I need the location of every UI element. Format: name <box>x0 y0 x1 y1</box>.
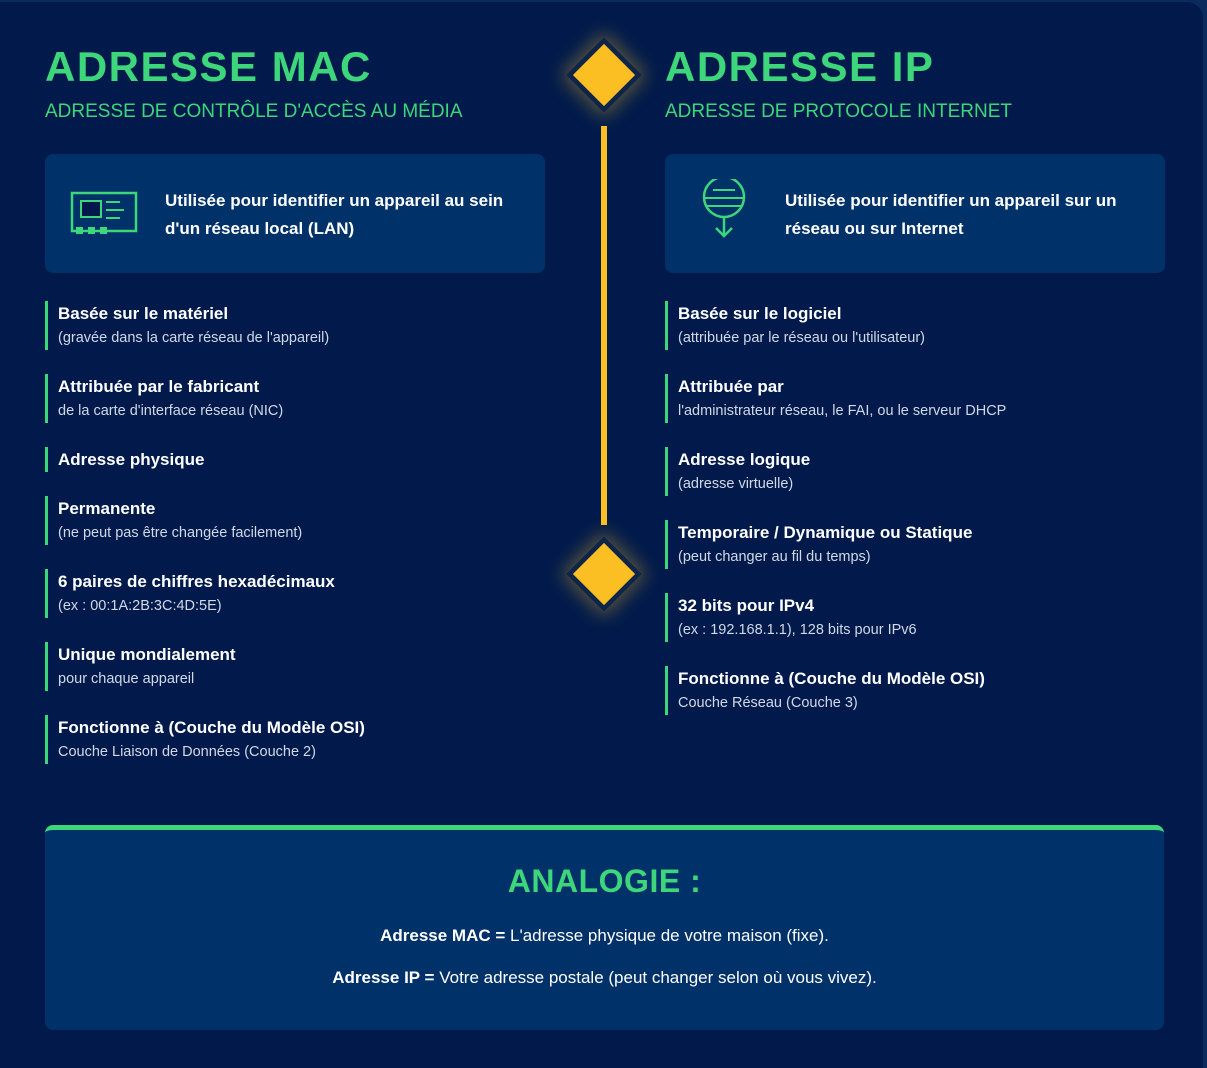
feature-title: Unique mondialement <box>58 645 236 664</box>
feature-detail: (gravée dans la carte réseau de l'appare… <box>58 330 330 346</box>
feature-title: Basée sur le logiciel <box>678 304 842 323</box>
ip-feature-list: Basée sur le logiciel (attribuée par le … <box>665 301 1165 739</box>
list-item: Basée sur le logiciel (attribuée par le … <box>665 301 1165 350</box>
ip-title: ADRESSE IP <box>665 43 935 90</box>
mac-usage-text: Utilisée pour identifier un appareil au … <box>165 191 504 238</box>
center-divider-line <box>601 126 607 525</box>
list-item: Fonctionne à (Couche du Modèle OSI) Couc… <box>45 715 545 764</box>
feature-title: 32 bits pour IPv4 <box>678 596 815 615</box>
diamond-marker-top <box>565 36 643 114</box>
network-card-icon <box>70 191 138 234</box>
list-item: Temporaire / Dynamique ou Statique (peut… <box>665 520 1165 569</box>
feature-detail: (adresse virtuelle) <box>678 476 794 492</box>
analogy-title: ANALOGIE : <box>507 863 702 899</box>
feature-detail: Couche Liaison de Données (Couche 2) <box>58 744 316 760</box>
list-item: Adresse logique (adresse virtuelle) <box>665 447 1165 496</box>
feature-detail: (ex : 192.168.1.1), 128 bits pour IPv6 <box>678 622 917 638</box>
feature-title: Fonctionne à (Couche du Modèle OSI) <box>58 718 365 737</box>
ip-subtitle: ADRESSE DE PROTOCOLE INTERNET <box>665 101 1012 122</box>
feature-detail: l'administrateur réseau, le FAI, ou le s… <box>678 403 1007 419</box>
feature-title: Fonctionne à (Couche du Modèle OSI) <box>678 669 985 688</box>
globe-download-icon <box>702 179 746 238</box>
analogy-text: Votre adresse postale (peut changer selo… <box>434 968 877 987</box>
diamond-marker-bottom <box>565 535 643 613</box>
list-item: Attribuée par le fabricant de la carte d… <box>45 374 545 423</box>
list-item: 6 paires de chiffres hexadécimaux (ex : … <box>45 569 545 618</box>
feature-detail: (peut changer au fil du temps) <box>678 549 871 565</box>
analogy-line-mac: Adresse MAC = L'adresse physique de votr… <box>45 926 1164 946</box>
feature-title: Permanente <box>58 499 156 518</box>
list-item: Unique mondialement pour chaque appareil <box>45 642 545 691</box>
list-item: Attribuée par l'administrateur réseau, l… <box>665 374 1165 423</box>
mac-subtitle: ADRESSE DE CONTRÔLE D'ACCÈS AU MÉDIA <box>45 101 463 122</box>
feature-title: Attribuée par le fabricant <box>58 377 260 396</box>
list-item: Adresse physique <box>45 447 545 472</box>
list-item: 32 bits pour IPv4 (ex : 192.168.1.1), 12… <box>665 593 1165 642</box>
feature-detail: (attribuée par le réseau ou l'utilisateu… <box>678 330 925 346</box>
mac-title: ADRESSE MAC <box>45 43 372 90</box>
feature-detail: (ex : 00:1A:2B:3C:4D:5E) <box>58 598 222 614</box>
feature-title: Attribuée par <box>678 377 784 396</box>
analogy-card: ANALOGIE : Adresse MAC = L'adresse physi… <box>45 825 1164 1030</box>
feature-title: Basée sur le matériel <box>58 304 229 323</box>
feature-detail: Couche Réseau (Couche 3) <box>678 695 858 711</box>
feature-detail: (ne peut pas être changée facilement) <box>58 525 303 541</box>
ip-usage-card: Utilisée pour identifier un appareil sur… <box>665 154 1165 273</box>
feature-detail: de la carte d'interface réseau (NIC) <box>58 403 284 419</box>
list-item: Basée sur le matériel (gravée dans la ca… <box>45 301 545 350</box>
ip-usage-text: Utilisée pour identifier un appareil sur… <box>785 191 1117 238</box>
list-item: Fonctionne à (Couche du Modèle OSI) Couc… <box>665 666 1165 715</box>
feature-title: Temporaire / Dynamique ou Statique <box>678 523 973 542</box>
feature-title: Adresse logique <box>678 450 811 469</box>
feature-title: 6 paires de chiffres hexadécimaux <box>58 572 335 591</box>
list-item: Permanente (ne peut pas être changée fac… <box>45 496 545 545</box>
analogy-line-ip: Adresse IP = Votre adresse postale (peut… <box>45 968 1164 988</box>
feature-title: Adresse physique <box>58 450 205 469</box>
mac-feature-list: Basée sur le matériel (gravée dans la ca… <box>45 301 545 788</box>
analogy-label: Adresse MAC = <box>380 926 506 945</box>
feature-detail: pour chaque appareil <box>58 671 195 687</box>
analogy-text: L'adresse physique de votre maison (fixe… <box>505 926 829 945</box>
analogy-label: Adresse IP = <box>332 968 435 987</box>
mac-usage-card: Utilisée pour identifier un appareil au … <box>45 154 545 273</box>
